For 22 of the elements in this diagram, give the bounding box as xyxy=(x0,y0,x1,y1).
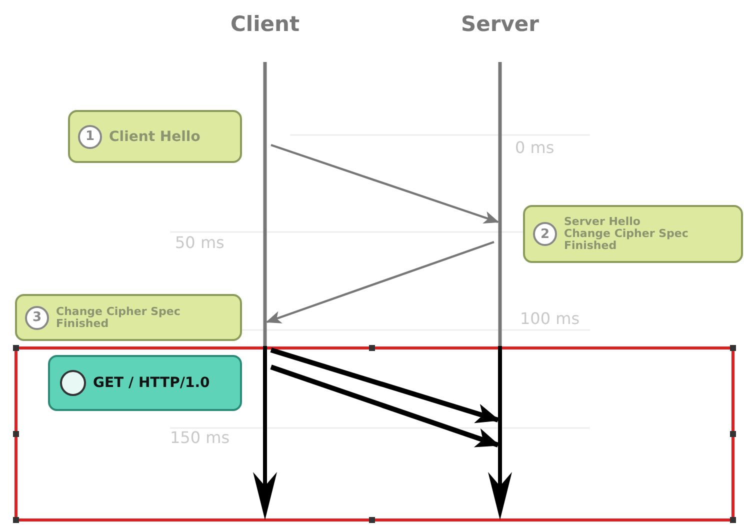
step-number: 3 xyxy=(25,306,49,330)
step-number: 2 xyxy=(533,222,557,246)
participant-label: Server xyxy=(460,12,540,36)
step-number: 1 xyxy=(78,124,102,148)
message-text: GET / HTTP/1.0 xyxy=(93,375,210,391)
message-note xyxy=(15,294,242,341)
message-note xyxy=(523,205,743,263)
message-text: Change Cipher Spec xyxy=(56,306,180,318)
message-note xyxy=(68,110,242,163)
message-arrow xyxy=(270,364,500,448)
message-arrow xyxy=(266,240,494,324)
message-arrow xyxy=(270,348,500,424)
message-text: Server Hello xyxy=(564,216,642,228)
participant-label: Client xyxy=(229,12,301,36)
message-text: Change Cipher Spec xyxy=(564,228,688,240)
request-note xyxy=(48,355,242,411)
message-text: Finished xyxy=(564,240,617,252)
lifeline xyxy=(252,62,278,520)
lifeline xyxy=(487,62,513,520)
message-arrow xyxy=(270,144,500,224)
message-text: Client Hello xyxy=(109,128,200,144)
message-text: Finished xyxy=(56,318,109,330)
